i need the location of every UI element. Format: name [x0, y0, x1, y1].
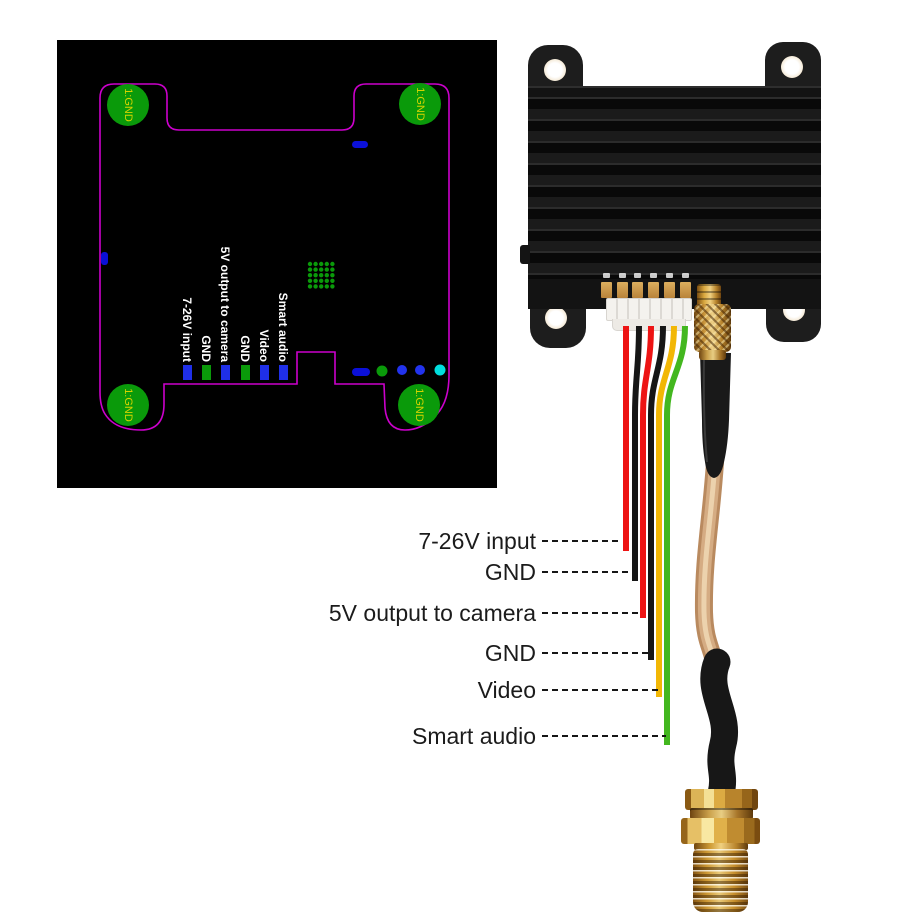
gnd-pad-top-left: 1:GND: [107, 84, 149, 126]
pcb-pin-label-2: GND: [199, 335, 213, 362]
jst-connector-lip: [612, 319, 686, 331]
wire-smart-audio: [664, 325, 688, 745]
board-outline: [99, 83, 450, 431]
callout-dash-line: [542, 612, 641, 614]
gnd-pad-top-right: 1:GND: [399, 83, 441, 125]
side-button: [520, 245, 530, 264]
gnd-pad-label: 1:GND: [122, 88, 134, 122]
silkscreen-mark: [682, 273, 689, 278]
pcb-pin-label-4: GND: [238, 335, 252, 362]
callout-dash-line: [542, 540, 622, 542]
heatsink-fins: [528, 97, 821, 279]
pin-pad-5: [260, 365, 269, 380]
indicator-dot-green: [376, 365, 388, 377]
pcb-pin-label-5: Video: [257, 329, 271, 362]
callout-label-smart-audio: Smart audio: [411, 723, 536, 749]
blue-mark-bottom: [352, 368, 370, 376]
module-pad: [617, 282, 628, 298]
gnd-pad-label: 1:GND: [413, 388, 425, 422]
callout-dash-line: [542, 735, 666, 737]
callout-dash-line: [542, 689, 658, 691]
gnd-pad-bottom-right: 1:GND: [398, 384, 440, 426]
heatshrink-upper: [700, 352, 731, 478]
pcb-pin-label-6: Smart audio: [276, 292, 290, 362]
wire-gnd-1: [632, 325, 642, 581]
pin-pad-6: [279, 365, 288, 380]
indicator-dot-cyan: [434, 364, 446, 376]
mount-hole-icon: [545, 307, 567, 329]
callout-label-gnd-2: GND: [484, 640, 536, 666]
via-matrix: [307, 261, 335, 289]
wire-video: [656, 325, 677, 697]
callout-label-7-26v-input: 7-26V input: [418, 528, 536, 554]
silkscreen-mark: [619, 273, 626, 278]
pcb-graphics: 1:GND 1:GND 1:GND 1:GND: [99, 83, 450, 431]
silkscreen-mark: [650, 273, 657, 278]
heatshrink-highlight: [702, 357, 708, 463]
pcb-pin-label-3: 5V output to camera: [218, 246, 232, 362]
mount-hole-icon: [544, 59, 566, 81]
wire-gnd-2: [648, 325, 666, 660]
indicator-dot-blue-2: [415, 365, 425, 375]
callout-label-gnd-1: GND: [484, 559, 536, 585]
pin-pad-4: [241, 365, 250, 380]
sma-threaded-barrel: [693, 849, 748, 912]
pcb-pin-label-1: 7-26V input: [180, 297, 194, 362]
module-pad: [680, 282, 691, 298]
callout-label-video: Video: [477, 677, 536, 703]
coax-cable: [694, 437, 725, 677]
silkscreen-mark: [666, 273, 673, 278]
module-pad: [664, 282, 675, 298]
callout-label-5v-output: 5V output to camera: [328, 600, 536, 626]
gnd-pad-label: 1:GND: [122, 388, 134, 422]
mount-hole-icon: [781, 56, 803, 78]
heatsink-body: [528, 86, 821, 309]
pin-pad-1: [183, 365, 192, 380]
blue-mark-top: [352, 141, 368, 148]
pcb-layout-panel: 1:GND 1:GND 1:GND 1:GND: [57, 40, 497, 488]
pin-pad-3: [221, 365, 230, 380]
module-pad: [648, 282, 659, 298]
sma-collar: [694, 843, 748, 850]
callout-dash-line: [542, 652, 649, 654]
sma-washer: [690, 808, 753, 819]
callout-dash-line: [542, 571, 631, 573]
jst-connector: [606, 298, 692, 321]
indicator-dot-blue-1: [397, 365, 407, 375]
sma-knurled-connector: [694, 304, 731, 352]
gnd-pad-label: 1:GND: [414, 87, 426, 121]
silkscreen-mark: [603, 273, 610, 278]
wire-5v-output: [640, 325, 654, 618]
gnd-pad-bottom-left: 1:GND: [107, 384, 149, 426]
silkscreen-mark: [634, 273, 641, 278]
module-pad: [632, 282, 643, 298]
heatshrink-lower: [700, 648, 738, 808]
sma-connector-lip: [699, 350, 726, 360]
pin-pad-2: [202, 365, 211, 380]
module-pad: [601, 282, 612, 298]
sma-hex-nut-upper: [685, 789, 758, 810]
sma-hex-nut-lower: [681, 818, 760, 844]
blue-mark-left: [101, 252, 108, 265]
